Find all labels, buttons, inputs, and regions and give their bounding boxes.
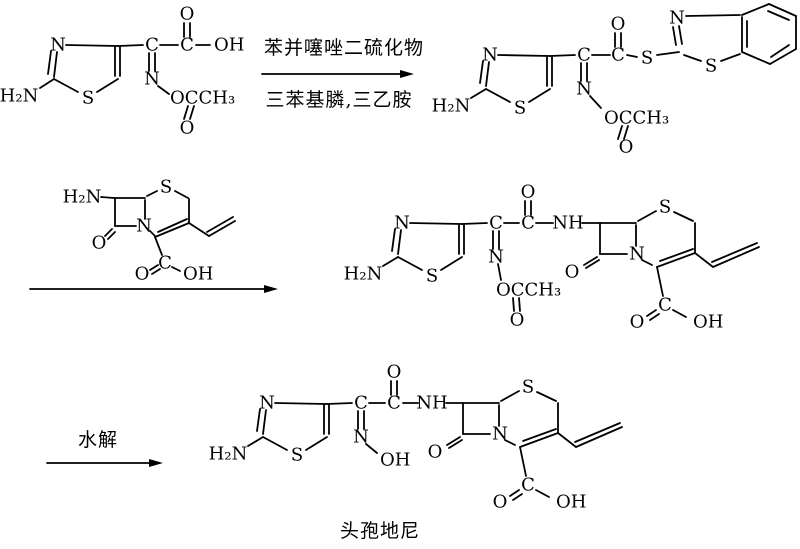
step2-arrowhead bbox=[264, 285, 278, 293]
s5-amide-NH-label: NH bbox=[416, 393, 447, 414]
s4-acid-C-label: C bbox=[658, 295, 672, 316]
s3-acid-OH-label: OH bbox=[183, 264, 213, 285]
s4-acid-O-label: O bbox=[630, 312, 645, 333]
s2-benzothiazole-N-label: N bbox=[669, 8, 685, 29]
s2-benzothiazole-S-label: S bbox=[705, 56, 717, 77]
s2-carbonyl-O-label: O bbox=[611, 14, 626, 35]
structure-thioester-benzothiazole: N S H₂N C N OCCH₃ O C O S N S bbox=[432, 3, 797, 158]
s1-acid-O-label: O bbox=[180, 4, 195, 25]
s2-ring-N-label: N bbox=[482, 45, 498, 66]
s4-lactam-O-label: O bbox=[565, 262, 580, 283]
s4-oxime-N-label: N bbox=[488, 247, 504, 268]
s4-ring-N-label: N bbox=[394, 213, 410, 234]
s4-ring-S-label: S bbox=[426, 266, 438, 287]
s4-ester-O-label: O bbox=[510, 310, 525, 331]
step3-condition: 水解 bbox=[78, 429, 118, 451]
structure-7-amino-vinyl-cephem: H₂N S N O C O OH bbox=[63, 177, 236, 285]
structure-acyl-cephem-acetate: N S H₂N C N OCCH₃ O C O NH S N O C O OH bbox=[344, 182, 760, 333]
s5-cephem-N-label: N bbox=[492, 424, 508, 445]
s5-bonds bbox=[247, 380, 623, 501]
s2-oxime-C-label: C bbox=[577, 45, 591, 66]
s3-bonds bbox=[100, 190, 236, 275]
s1-oxime-C-label: C bbox=[145, 35, 159, 56]
s2-carbonyl-C-label: C bbox=[611, 45, 625, 66]
s2-acetoxy-label: OCCH₃ bbox=[604, 108, 669, 129]
s1-bonds bbox=[39, 22, 211, 120]
s4-acetoxy-label: OCCH₃ bbox=[496, 280, 561, 301]
reaction-step3-arrow: 水解 bbox=[46, 429, 163, 467]
s5-ring-N-label: N bbox=[259, 393, 275, 414]
s3-acid-C-label: C bbox=[158, 253, 172, 274]
s5-acid-C-label: C bbox=[521, 475, 535, 496]
step1-reagent-below: 三苯基膦,三乙胺 bbox=[265, 89, 412, 111]
s1-amine-label: H₂N bbox=[0, 86, 38, 107]
s4-oxime-C-label: C bbox=[489, 213, 503, 234]
s3-amine-label: H₂N bbox=[63, 187, 102, 208]
s5-ring-S-label: S bbox=[291, 445, 303, 466]
s3-acid-O-label: O bbox=[135, 264, 150, 285]
s5-carbonyl-O-label: O bbox=[387, 362, 402, 383]
s1-acid-C-label: C bbox=[180, 35, 194, 56]
s1-ester-O-label: O bbox=[180, 118, 195, 139]
reaction-step1-arrow: 苯并噻唑二硫化物 三苯基膦,三乙胺 bbox=[261, 37, 424, 111]
s4-cephem-N-label: N bbox=[629, 244, 645, 265]
s5-carbonyl-C-label: C bbox=[387, 393, 401, 414]
s3-ring-S-label: S bbox=[160, 177, 172, 198]
s4-amine-label: H₂N bbox=[344, 264, 383, 285]
s2-ring-S-label: S bbox=[514, 98, 526, 119]
s1-acid-OH-label: OH bbox=[214, 35, 244, 56]
structure-cefdinir: N S H₂N C N OH C O NH S N O C O OH bbox=[209, 362, 623, 513]
s5-oxime-OH-label: OH bbox=[380, 450, 410, 471]
s5-acid-OH-label: OH bbox=[556, 492, 586, 513]
s4-carbonyl-C-label: C bbox=[521, 213, 535, 234]
s5-oxime-C-label: C bbox=[354, 393, 368, 414]
s4-amide-NH-label: NH bbox=[552, 213, 583, 234]
s4-bonds bbox=[382, 200, 760, 321]
step1-reagent-above: 苯并噻唑二硫化物 bbox=[264, 37, 424, 59]
s3-lactam-O-label: O bbox=[92, 233, 107, 254]
s5-cephem-S-label: S bbox=[522, 377, 534, 398]
s1-acetoxy-label: OCCH₃ bbox=[170, 88, 235, 109]
s2-bonds bbox=[470, 3, 797, 140]
s4-carbonyl-O-label: O bbox=[521, 182, 536, 203]
s1-oxime-N-label: N bbox=[144, 69, 160, 90]
s2-amine-label: H₂N bbox=[432, 96, 471, 117]
s4-acid-OH-label: OH bbox=[693, 312, 723, 333]
s5-acid-O-label: O bbox=[493, 492, 508, 513]
structure-aminothiazole-oxime-acid: N S H₂N C N OCCH₃ O C O OH bbox=[0, 4, 244, 139]
s1-ring-S-label: S bbox=[82, 88, 94, 109]
s5-lactam-O-label: O bbox=[428, 442, 443, 463]
s2-oxime-N-label: N bbox=[576, 79, 592, 100]
s2-thioester-S-label: S bbox=[641, 48, 653, 69]
s1-ring-N-label: N bbox=[50, 35, 66, 56]
reaction-step2-arrow bbox=[29, 285, 278, 293]
s3-ring-N-label: N bbox=[136, 216, 152, 237]
s5-amine-label: H₂N bbox=[209, 444, 248, 465]
step3-arrowhead bbox=[149, 459, 163, 467]
s5-oxime-N-label: N bbox=[353, 427, 369, 448]
s2-ester-O-label: O bbox=[619, 137, 634, 158]
step1-arrowhead bbox=[400, 70, 414, 78]
s4-cephem-S-label: S bbox=[659, 197, 671, 218]
product-name-label: 头孢地尼 bbox=[340, 520, 420, 542]
